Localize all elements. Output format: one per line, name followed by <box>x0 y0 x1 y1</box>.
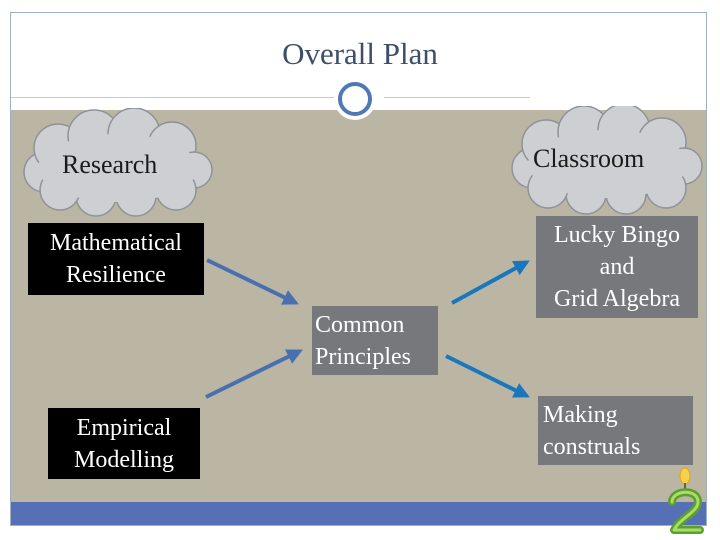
making-construals-box: Making construals <box>538 396 693 465</box>
common-principles-box: Common Principles <box>312 306 438 375</box>
arrow-principles-to-bingo <box>451 260 530 305</box>
empirical-modelling-box: Empirical Modelling <box>48 408 200 479</box>
lucky-bingo-box: Lucky Bingo and Grid Algebra <box>536 216 698 318</box>
research-cloud <box>23 108 213 217</box>
candle-number-two-icon: 2 <box>664 466 704 534</box>
arrow-modelling-to-principles <box>205 349 303 399</box>
arrow-resilience-to-principles <box>206 258 299 305</box>
title-rule-left <box>11 97 336 98</box>
mathematical-resilience-box: Mathematical Resilience <box>28 223 204 295</box>
title-rule-right <box>384 97 530 98</box>
slide-title: Overall Plan <box>282 36 438 71</box>
title-circle-ornament <box>338 82 372 116</box>
arrow-principles-to-construals <box>445 354 530 398</box>
slide-frame <box>10 12 707 526</box>
badge-digit: 2 <box>664 466 665 467</box>
research-label: Research <box>62 150 158 179</box>
classroom-label: Classroom <box>533 144 645 173</box>
classroom-cloud <box>511 106 703 215</box>
footer-bar <box>11 502 706 525</box>
